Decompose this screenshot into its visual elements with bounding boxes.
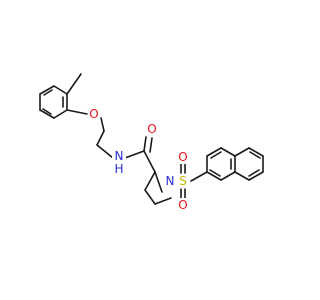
s-naphthyl-bond [190,171,208,182]
o-ether-label: O [89,107,98,121]
molecule-structure: O O N H N S O O [39,73,264,212]
carbonyl-c2-bond [143,150,156,173]
atom-o-sulfonyl-top: O [177,150,189,164]
atom-o-sulfonyl-bottom: O [177,198,189,212]
o-s1-label: O [178,150,187,164]
carbonyl-double-2 [149,137,153,153]
n-carbonyl-bond [124,150,145,159]
atom-n-ring: N [163,174,177,188]
tolyl-ring [39,85,68,119]
naphthalene-ring-a [206,147,236,181]
pyrrolidine-ring [144,171,172,205]
aryl-o-bond [66,109,88,115]
h-amide-label: H [114,162,123,176]
n-ring-label: N [166,174,175,188]
carbonyl-double-1 [143,136,147,152]
s-label: S [179,174,187,188]
naphthalene-ring-b [234,147,264,181]
ch2-n-bond [96,144,114,159]
atom-o-ether: O [88,107,100,121]
methyl-bond [66,73,82,95]
molecule-canvas: O O N H N S O O [39,73,264,212]
o-ch2-bond [100,117,105,132]
atom-s: S [177,174,189,188]
atom-o-amide: O [146,122,158,136]
o-amide-label: O [147,122,156,136]
ch2-ch2-bond [96,130,105,146]
atom-n-amide: N H [112,149,126,176]
n-amide-label: N [115,149,124,163]
o-s2-label: O [178,198,187,212]
